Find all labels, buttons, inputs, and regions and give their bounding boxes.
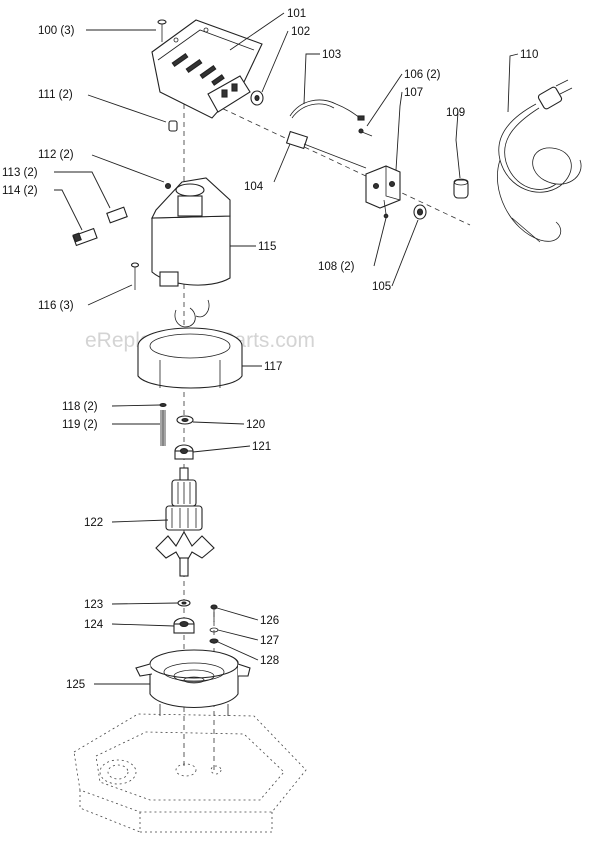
label-126: 126 — [260, 615, 279, 627]
part-110-power-cord — [497, 79, 582, 243]
part-108-screw — [383, 199, 389, 219]
part-107-switch-bracket — [365, 165, 401, 209]
part-103-wire-lead — [289, 99, 365, 121]
part-121-bearing — [174, 444, 194, 460]
part-109-strain-relief — [453, 178, 469, 199]
label-119: 119 (2) — [62, 419, 98, 431]
part-101-housing-cap — [151, 19, 263, 119]
label-124: 124 — [84, 619, 104, 631]
part-122-armature — [155, 467, 215, 577]
leader-lines — [54, 12, 519, 685]
part-114-brush — [72, 227, 98, 247]
part-115-motor-housing — [151, 177, 231, 287]
part-102-nut — [250, 90, 264, 106]
part-111-bushing — [168, 120, 178, 132]
part-128-washer — [209, 638, 219, 644]
label-108: 108 (2) — [318, 261, 355, 273]
part-117-field-stator — [137, 299, 243, 389]
part-120-washer — [176, 415, 194, 425]
part-104-switch — [285, 130, 367, 169]
label-120: 120 — [246, 419, 265, 431]
part-124-bearing — [173, 617, 195, 634]
label-118: 118 (2) — [62, 401, 98, 413]
label-101: 101 — [287, 8, 306, 20]
label-114: 114 (2) — [2, 185, 38, 197]
part-123-washer — [177, 599, 191, 607]
label-117: 117 — [264, 361, 282, 373]
label-128: 128 — [260, 655, 279, 667]
part-105-washer — [413, 204, 427, 220]
part-116-screw — [130, 262, 140, 290]
switch-assembly-axis — [214, 104, 471, 226]
part-125-bearing-housing — [135, 649, 251, 716]
label-107: 107 — [404, 87, 423, 99]
label-103: 103 — [322, 49, 341, 61]
label-112: 112 (2) — [38, 149, 74, 161]
label-123: 123 — [84, 599, 103, 611]
label-125: 125 — [66, 679, 85, 691]
label-127: 127 — [260, 635, 279, 647]
callout-labels: 100 (3) 101 102 103 104 105 106 (2) 107 … — [2, 8, 538, 691]
part-106-screw — [358, 128, 373, 137]
label-102: 102 — [291, 26, 310, 38]
label-104: 104 — [244, 181, 264, 193]
label-121: 121 — [252, 441, 271, 453]
part-112-spring — [164, 182, 172, 190]
label-115: 115 — [258, 241, 276, 253]
part-119-screw — [160, 410, 166, 446]
part-126-screw — [210, 604, 218, 622]
label-116: 116 (3) — [38, 300, 74, 312]
label-113: 113 (2) — [2, 167, 38, 179]
label-109: 109 — [446, 107, 465, 119]
label-111: 111 (2) — [38, 89, 73, 101]
label-106: 106 (2) — [404, 69, 441, 81]
label-122: 122 — [84, 517, 103, 529]
router-base-outline — [73, 713, 307, 833]
label-105: 105 — [372, 281, 391, 293]
part-100-screw — [157, 19, 167, 42]
label-110: 110 — [520, 49, 538, 61]
label-100: 100 (3) — [38, 25, 75, 37]
part-118-washer — [159, 402, 167, 408]
part-113-brush-holder — [106, 206, 128, 224]
